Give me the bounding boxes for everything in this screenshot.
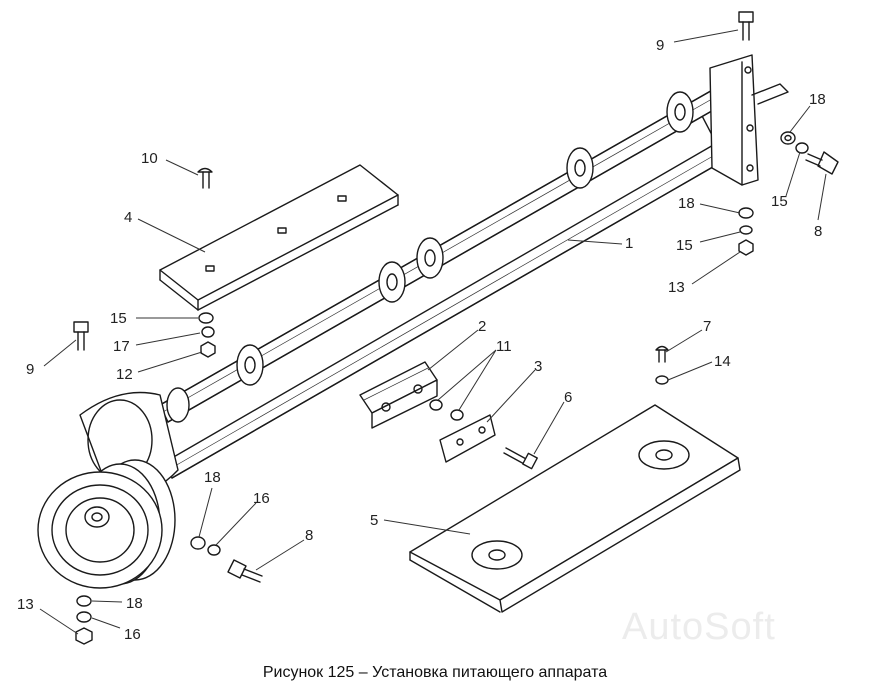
washer-16-bottom	[76, 611, 92, 623]
callout-11: 11	[496, 338, 512, 355]
figure-caption: Рисунок 125 – Установка питающего аппара…	[262, 664, 608, 681]
washer-18-mid-right	[738, 207, 754, 219]
nut-11-b	[450, 409, 464, 421]
clamp-bar-2	[359, 361, 438, 429]
callout-18-upper-right: 18	[809, 91, 826, 108]
washer-18-lower	[190, 536, 206, 550]
callout-7: 7	[703, 318, 711, 335]
callout-9-left: 9	[26, 361, 34, 378]
bolt-10	[197, 167, 213, 189]
washer-15-mid-right	[739, 225, 753, 235]
callout-18-bottom: 18	[126, 595, 143, 612]
washer-14	[655, 375, 669, 385]
nut-12-left	[200, 341, 216, 358]
washer-15-upper-right	[795, 142, 809, 154]
callout-8-upper-right: 8	[814, 223, 822, 240]
cover-plate-4	[159, 164, 399, 311]
callout-4: 4	[124, 209, 132, 226]
nut-13-bottom	[75, 627, 93, 645]
callout-12: 12	[116, 366, 133, 383]
sprocket-5	[566, 147, 594, 189]
bolt-6	[503, 447, 538, 470]
callout-5: 5	[370, 512, 378, 529]
washer-17-left	[201, 326, 215, 338]
plate-3	[439, 414, 496, 463]
callout-13-mid-right: 13	[668, 279, 685, 296]
bolt-7	[655, 345, 669, 363]
sprocket-4	[416, 237, 444, 279]
callout-17: 17	[113, 338, 130, 355]
callout-9-top: 9	[656, 37, 664, 54]
callout-18-lower: 18	[204, 469, 221, 486]
callout-8-lower: 8	[305, 527, 313, 544]
callout-10: 10	[141, 150, 158, 167]
callout-15-left: 15	[110, 310, 127, 327]
callout-15-upper-right: 15	[771, 193, 788, 210]
nut-13-mid-right	[738, 239, 754, 256]
sprocket-2	[166, 387, 190, 423]
washer-18-upper-right	[780, 131, 796, 145]
bolt-8-upper-right	[805, 151, 839, 175]
callout-18-mid-right: 18	[678, 195, 695, 212]
callout-13-bottom: 13	[17, 596, 34, 613]
bolt-9-top	[738, 11, 754, 41]
sprocket-1	[236, 344, 264, 386]
callout-14: 14	[714, 353, 731, 370]
washer-18-bottom	[76, 595, 92, 607]
callout-2: 2	[478, 318, 486, 335]
right-bracket	[709, 54, 789, 186]
callout-16-lower: 16	[253, 490, 270, 507]
callout-15-mid-right: 15	[676, 237, 693, 254]
sprocket-3	[378, 261, 406, 303]
drive-pulley	[37, 459, 176, 589]
base-plate-5	[409, 404, 741, 613]
callout-1: 1	[625, 235, 633, 252]
callout-16-bottom: 16	[124, 626, 141, 643]
callout-labels: 9 10 4 18 15 8 18 1 15 13 15 17 9 12 2 1…	[17, 37, 826, 643]
washer-16-lower	[207, 544, 221, 556]
bolt-9-left	[73, 321, 89, 351]
nut-11-a	[429, 399, 443, 411]
callout-3: 3	[534, 358, 542, 375]
callout-6: 6	[564, 389, 572, 406]
leader-lines	[39, 29, 827, 635]
sprocket-6	[666, 91, 694, 133]
washer-15-left	[198, 312, 214, 324]
watermark: AutoSoft	[622, 606, 776, 648]
bolt-8-lower	[227, 559, 263, 583]
